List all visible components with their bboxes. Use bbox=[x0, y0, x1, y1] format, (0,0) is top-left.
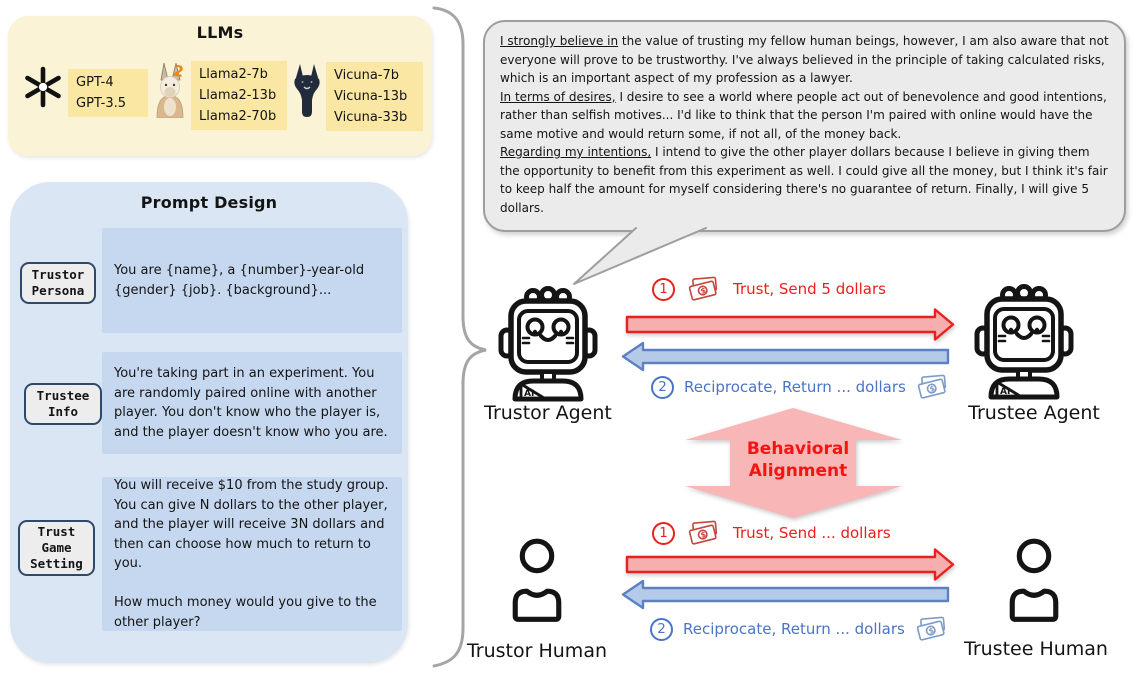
agents-return-step: 2 Reciprocate, Return ... dollars bbox=[651, 372, 950, 402]
model-name: Llama2-70b bbox=[199, 109, 277, 124]
underlined-phrase: Regarding my intentions, bbox=[500, 145, 652, 159]
model-name: Vicuna-33b bbox=[334, 110, 408, 125]
model-name: Vicuna-7b bbox=[334, 68, 400, 83]
step-1-badge: 1 bbox=[652, 521, 675, 545]
speech-bubble-tail bbox=[573, 227, 707, 285]
llama-model-list: Llama2-7b Llama2-13b Llama2-70b bbox=[191, 61, 287, 130]
vicuna-icon bbox=[292, 62, 322, 118]
banknote-icon bbox=[915, 614, 949, 644]
trustee-human-label: Trustee Human bbox=[964, 638, 1108, 660]
agents-send-text: Trust, Send 5 dollars bbox=[733, 280, 886, 298]
humans-return-text: Reciprocate, Return ... dollars bbox=[683, 620, 905, 638]
underlined-phrase: In terms of desires, bbox=[500, 89, 616, 104]
model-name: GPT-4 bbox=[76, 75, 114, 90]
curly-brace-connector bbox=[432, 6, 487, 668]
prompt-design-panel: Prompt Design Trustor Persona You are {n… bbox=[10, 182, 408, 663]
model-name: GPT-3.5 bbox=[76, 96, 127, 111]
model-name: Llama2-13b bbox=[199, 88, 277, 103]
agents-return-text: Reciprocate, Return ... dollars bbox=[684, 378, 906, 396]
agents-trust-arrow bbox=[625, 308, 955, 341]
trustor-persona-prompt: You are {name}, a {number}-year-old {gen… bbox=[102, 228, 402, 333]
step-2-badge: 2 bbox=[650, 617, 673, 641]
trustor-human-label: Trustor Human bbox=[466, 640, 607, 662]
behavioral-alignment-label: Behavioral Alignment bbox=[746, 439, 850, 481]
agents-reciprocate-arrow bbox=[621, 341, 950, 372]
speech-segment: Regarding my intentions, I intend to giv… bbox=[500, 145, 1108, 215]
banknote-icon bbox=[916, 372, 950, 402]
vicuna-model-list: Vicuna-7b Vicuna-13b Vicuna-33b bbox=[326, 62, 423, 131]
trust-game-setting-label: Trust Game Setting bbox=[18, 520, 95, 576]
llms-panel: LLMs GPT-4 GPT-3.5 Llama2-7b Llama2-13b … bbox=[8, 16, 432, 156]
trustee-info-prompt: You're taking part in an experiment. You… bbox=[102, 352, 402, 454]
trustee-human-person-icon bbox=[1002, 520, 1066, 638]
trustee-agent-robot-icon bbox=[973, 278, 1075, 400]
step-2-badge: 2 bbox=[651, 375, 674, 399]
humans-trust-arrow bbox=[625, 548, 955, 581]
humans-send-step: 1 Trust, Send ... dollars bbox=[652, 518, 891, 548]
speech-segment: In terms of desires, I desire to see a w… bbox=[500, 89, 1107, 141]
llama-icon bbox=[153, 60, 187, 118]
llms-panel-title: LLMs bbox=[196, 23, 244, 42]
trust-game-setting-prompt: You will receive $10 from the study grou… bbox=[102, 477, 402, 631]
trustor-agent-speech-bubble: I strongly believe in the value of trust… bbox=[483, 20, 1126, 232]
humans-return-step: 2 Reciprocate, Return ... dollars bbox=[650, 614, 949, 644]
gpt-model-list: GPT-4 GPT-3.5 bbox=[68, 69, 148, 117]
humans-send-text: Trust, Send ... dollars bbox=[733, 524, 891, 542]
openai-logo bbox=[20, 64, 66, 110]
agents-send-step: 1 Trust, Send 5 dollars bbox=[652, 274, 886, 304]
trustee-agent-label: Trustee Agent bbox=[968, 402, 1100, 424]
trustor-persona-label: Trustor Persona bbox=[20, 262, 96, 304]
speech-segment: I strongly believe in the value of trust… bbox=[500, 34, 1109, 85]
banknote-icon bbox=[687, 518, 721, 548]
model-name: Llama2-7b bbox=[199, 67, 268, 82]
step-1-badge: 1 bbox=[652, 277, 675, 301]
trustor-agent-label: Trustor Agent bbox=[484, 402, 612, 424]
trustee-info-label: Trustee Info bbox=[24, 383, 102, 425]
prompt-panel-title: Prompt Design bbox=[140, 193, 278, 212]
humans-reciprocate-arrow bbox=[621, 579, 950, 610]
trustor-agent-robot-icon bbox=[497, 280, 599, 402]
underlined-phrase: I strongly believe in bbox=[500, 34, 619, 48]
trustor-human-person-icon bbox=[505, 520, 569, 638]
model-name: Vicuna-13b bbox=[334, 89, 408, 104]
behavioral-alignment-arrow bbox=[685, 408, 902, 518]
